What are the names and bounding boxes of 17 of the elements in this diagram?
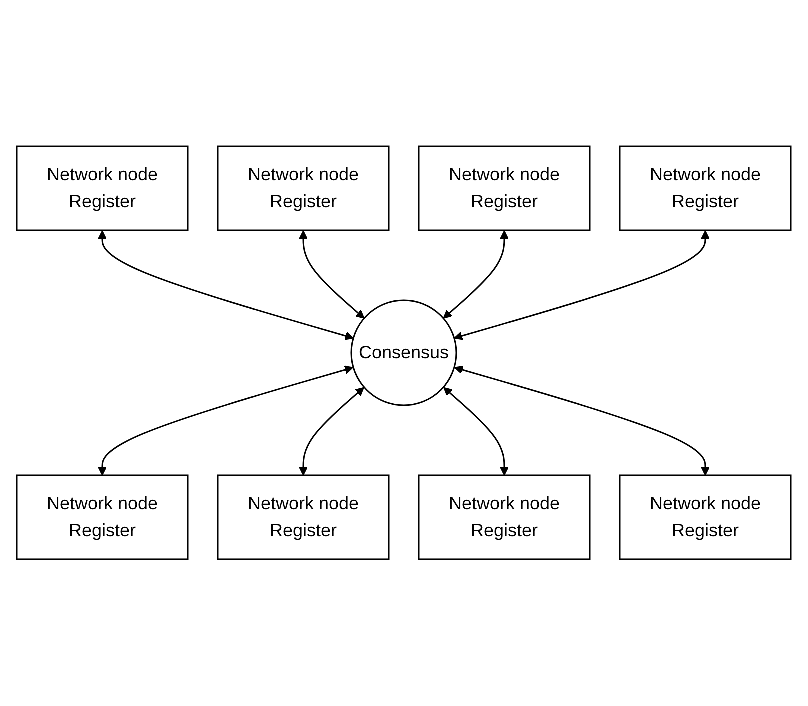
arrow [454, 366, 710, 476]
node-box: Network node Register [217, 146, 390, 232]
arrow [443, 230, 509, 319]
node-box: Network node Register [418, 474, 591, 560]
node-circle: Consensus [350, 300, 458, 406]
arrow [98, 366, 354, 476]
node-box: Network node Register [16, 146, 189, 232]
node-box: Network node Register [217, 474, 390, 560]
arrow [454, 230, 710, 340]
node-box: Network node Register [418, 146, 591, 232]
arrow [299, 230, 365, 319]
arrow [444, 387, 509, 476]
node-box: Network node Register [619, 474, 792, 560]
arrow [98, 230, 354, 340]
node-box: Network node Register [619, 146, 792, 232]
arrow [299, 387, 364, 476]
node-box: Network node Register [16, 474, 189, 560]
